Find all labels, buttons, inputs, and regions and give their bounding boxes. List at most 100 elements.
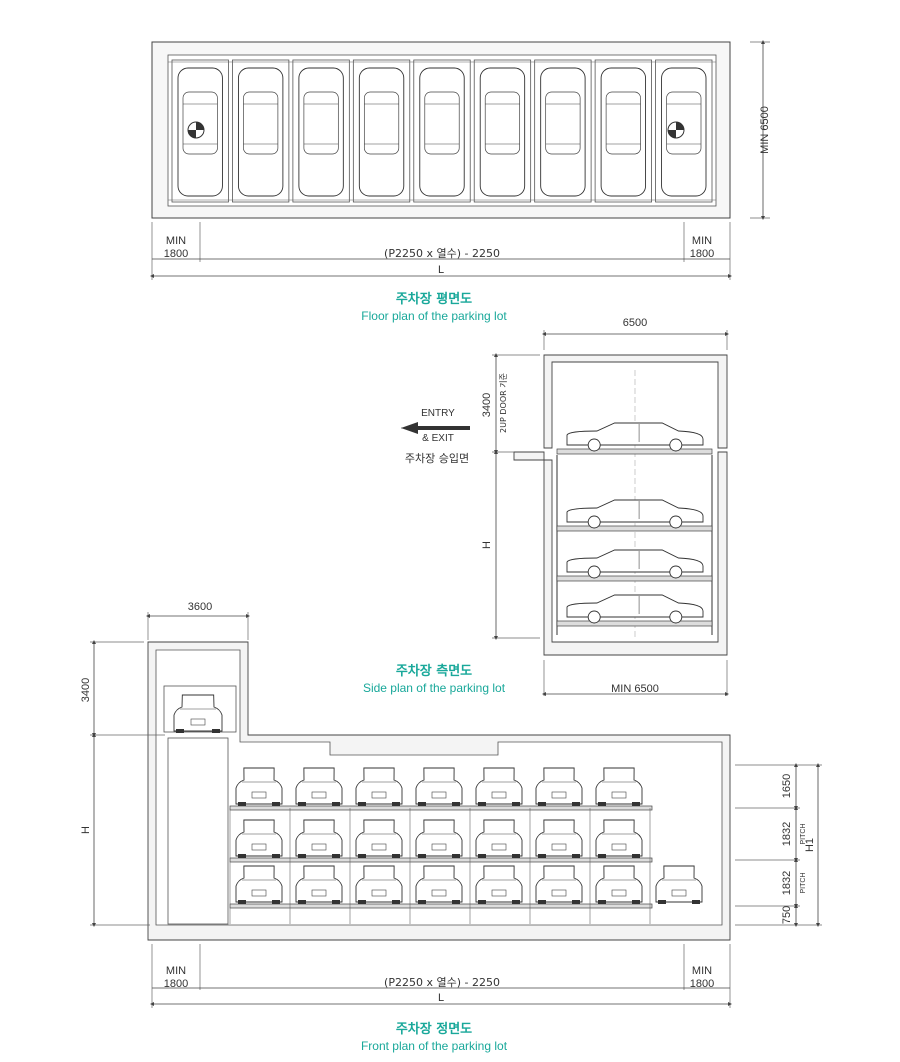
car-body: [415, 865, 463, 903]
side-plan-levels: [556, 422, 713, 627]
parking-bay: [413, 59, 471, 203]
car-plate: [190, 718, 206, 726]
car-body: [595, 819, 643, 857]
car-front-view: [535, 819, 583, 858]
car-plate: [371, 889, 387, 897]
car-body: [566, 594, 704, 618]
side-pit: [513, 451, 728, 656]
car-front-view: [475, 767, 523, 806]
car-body: [235, 767, 283, 805]
car-top-view: [358, 67, 405, 197]
front-dim-h: H: [80, 826, 92, 834]
car-body: [173, 694, 223, 732]
car-tire: [298, 802, 306, 806]
car-plate: [311, 843, 327, 851]
side-upper-enclosure: [543, 354, 728, 449]
front-dim-1832a: 1832: [781, 822, 793, 846]
car-wheel: [669, 610, 683, 624]
car-plate: [491, 843, 507, 851]
floor-dim-right-bottom: 1800: [690, 248, 714, 260]
car-body: [355, 819, 403, 857]
car-wheel: [669, 438, 683, 452]
car-body: [595, 865, 643, 903]
car-tire: [332, 802, 340, 806]
bay-frame: [473, 59, 532, 203]
car-front-view: [235, 865, 283, 904]
car-body: [475, 865, 523, 903]
car-tire: [452, 854, 460, 858]
front-dim-left-top: MIN: [166, 965, 186, 977]
car-roof: [666, 91, 702, 155]
car-plate: [251, 843, 267, 851]
car-tire: [238, 802, 246, 806]
car-tire: [238, 854, 246, 858]
car-side-view: [566, 422, 704, 452]
car-body: [475, 819, 523, 857]
parking-bay: [594, 59, 652, 203]
bay-frame: [594, 59, 652, 203]
car-wheel: [669, 565, 683, 579]
side-caption-en: Side plan of the parking lot: [362, 681, 506, 695]
car-wheel: [587, 565, 601, 579]
car-plate: [551, 791, 567, 799]
car-front-view: [415, 767, 463, 806]
car-tire: [572, 802, 580, 806]
car-body: [535, 865, 583, 903]
car-body: [535, 819, 583, 857]
car-tire: [298, 900, 306, 904]
floor-dim-right-top: MIN: [692, 235, 712, 247]
car-body: [535, 767, 583, 805]
car-plate: [311, 889, 327, 897]
front-plan-cars: [173, 694, 703, 924]
car-wheel: [669, 515, 683, 529]
car-tire: [392, 802, 400, 806]
parking-bay: [534, 59, 592, 203]
car-tire: [418, 802, 426, 806]
car-tire: [598, 900, 606, 904]
car-tire: [392, 900, 400, 904]
car-front-view: [295, 767, 343, 806]
front-pitch-b: PITCH: [800, 873, 807, 894]
car-tire: [272, 854, 280, 858]
car-roof: [303, 91, 339, 155]
car-tire: [598, 802, 606, 806]
car-body: [566, 422, 704, 446]
car-front-view: [475, 819, 523, 858]
front-dim-top: 3600: [188, 601, 212, 613]
car-plate: [491, 889, 507, 897]
front-caption-kr: 주차장 정면도: [395, 1022, 473, 1037]
pallet: [556, 620, 713, 627]
car-front-view: [295, 819, 343, 858]
car-front-view: [655, 865, 703, 904]
car-body: [595, 767, 643, 805]
car-tire: [632, 854, 640, 858]
car-plate: [371, 843, 387, 851]
floor-dim-mid: (P2250 x 열수) - 2250: [384, 247, 500, 260]
car-front-view: [235, 819, 283, 858]
front-dim-right-bottom: 1800: [690, 978, 714, 990]
car-plate: [431, 889, 447, 897]
pallet-row: [229, 903, 653, 909]
car-body: [235, 819, 283, 857]
car-tire: [538, 854, 546, 858]
car-front-view: [595, 767, 643, 806]
car-tire: [598, 854, 606, 858]
car-tire: [572, 854, 580, 858]
front-dim-mid: (P2250 x 열수) - 2250: [384, 976, 500, 989]
pallet: [556, 575, 713, 582]
front-dim-1832b: 1832: [781, 871, 793, 895]
car-tire: [478, 802, 486, 806]
front-plan-caption: 주차장 정면도 Front plan of the parking lot: [284, 1018, 584, 1053]
car-tire: [658, 900, 666, 904]
car-body: [355, 865, 403, 903]
car-roof: [545, 91, 581, 155]
car-front-view: [595, 819, 643, 858]
car-tire: [692, 900, 700, 904]
front-dim-right-top: MIN: [692, 965, 712, 977]
car-plate: [431, 791, 447, 799]
car-body: [295, 767, 343, 805]
car-tire: [512, 854, 520, 858]
front-dim-total: L: [438, 992, 444, 1004]
floor-plan-bays: [168, 59, 716, 203]
car-top-view: [237, 67, 284, 197]
